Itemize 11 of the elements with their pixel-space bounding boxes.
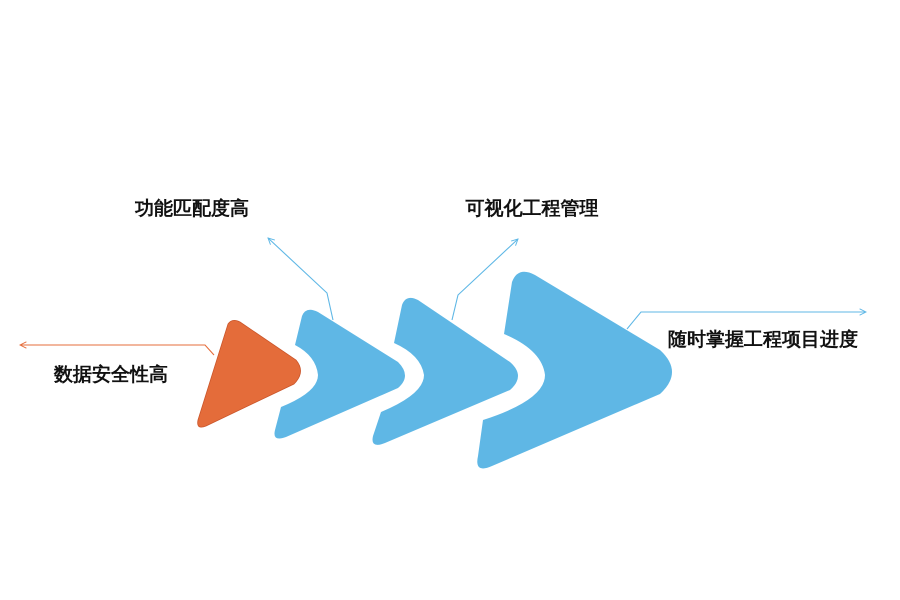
feature-label: 可视化工程管理 <box>466 198 598 220</box>
chevron-shape <box>274 310 405 438</box>
feature-label: 随时掌握工程项目进度 <box>668 330 858 350</box>
feature-label: 功能匹配度高 <box>135 198 249 220</box>
chevron-shape <box>372 298 518 445</box>
arrow <box>451 238 518 320</box>
feature-label: 数据安全性高 <box>54 364 168 386</box>
arrow <box>626 308 866 330</box>
arrow <box>268 238 334 320</box>
triangle-shape <box>197 320 301 428</box>
arrow <box>20 341 214 356</box>
